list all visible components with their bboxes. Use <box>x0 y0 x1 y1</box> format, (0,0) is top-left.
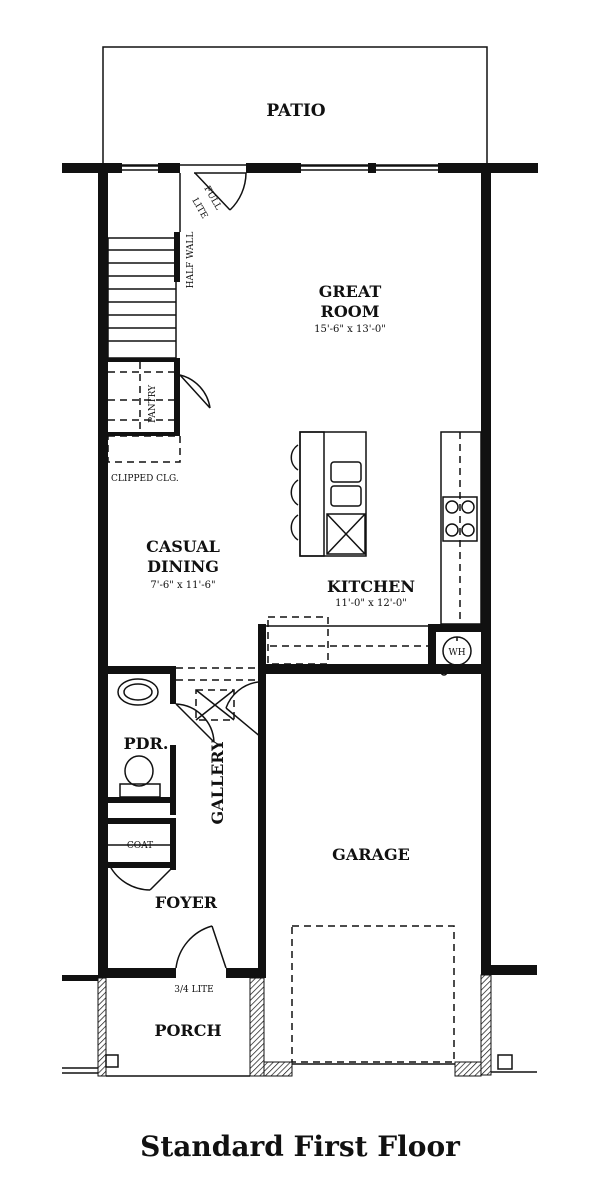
left-wall <box>98 163 108 975</box>
full-lite-note-2: LITE <box>189 197 209 221</box>
kitchen-label: KITCHEN <box>327 577 415 596</box>
garage <box>263 925 537 1077</box>
casual-dining-label-1: CASUAL <box>146 537 220 556</box>
stairs <box>107 173 181 359</box>
great-room-label-1: GREAT <box>319 282 382 301</box>
coat-label: COAT <box>127 841 153 851</box>
kitchen-counter-right <box>440 431 482 625</box>
plan-caption: Standard First Floor <box>140 1130 460 1163</box>
coat-closet <box>107 818 176 891</box>
porch-label: PORCH <box>154 1021 221 1040</box>
gallery-label: GALLERY <box>208 739 227 825</box>
patio-label: PATIO <box>266 101 325 121</box>
water-heater-label: WH <box>448 648 465 658</box>
rear-door <box>194 172 247 211</box>
kitchen-size: 11'-0" x 12'-0" <box>335 598 407 609</box>
casual-dining-size: 7'-6" x 11'-6" <box>150 580 215 591</box>
foyer-label: FOYER <box>155 893 218 912</box>
casual-dining-label-2: DINING <box>147 557 219 576</box>
three-quarter-lite-note: 3/4 LITE <box>174 985 213 995</box>
porch <box>62 977 265 1077</box>
half-wall-note: HALF WALL <box>186 232 196 289</box>
great-room-size: 15'-6" x 13'-0" <box>314 324 386 335</box>
gallery-features <box>176 667 263 739</box>
clipped-clg-note: CLIPPED CLG. <box>111 474 179 484</box>
front-entry <box>98 925 266 978</box>
right-wall <box>481 163 491 975</box>
kitchen-island <box>290 431 367 557</box>
great-room-label-2: ROOM <box>321 302 380 321</box>
pantry <box>107 358 211 463</box>
powder-room <box>108 666 215 815</box>
garage-label: GARAGE <box>332 845 410 864</box>
pantry-note: PANTRY <box>148 384 158 423</box>
powder-label: PDR. <box>124 734 169 753</box>
